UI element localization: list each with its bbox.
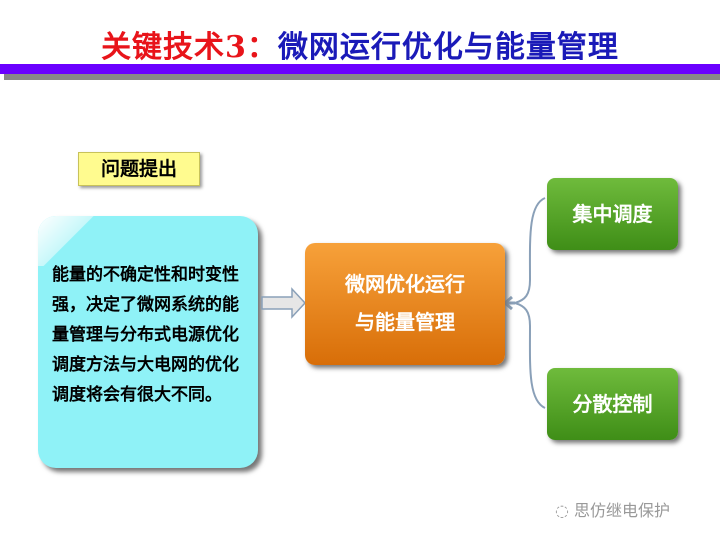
center-node-line2: 与能量管理 [355,310,455,334]
title-underline-shadow [4,74,720,80]
watermark-text: 思仿继电保护 [574,501,671,520]
left-arrow [261,287,307,319]
slide-title: 关键技术3：微网运行优化与能量管理 [0,22,720,66]
problem-label: 问题提出 [78,152,200,186]
center-node-line1: 微网优化运行 [345,272,465,296]
description-text: 能量的不确定性和时变性强，决定了微网系统的能量管理与分布式电源优化调度方法与大电… [52,265,239,405]
wechat-icon: ◌ [555,501,575,520]
branch-distributed: 分散控制 [547,368,678,440]
watermark: ◌ 思仿继电保护 [555,497,670,521]
title-underline [0,64,720,74]
bracket-arrow [502,197,546,409]
center-node: 微网优化运行 与能量管理 [305,243,505,365]
branch-centralized: 集中调度 [547,178,678,250]
title-main: 微网运行优化与能量管理 [277,30,619,65]
title-prefix: 关键技术3： [101,30,278,65]
folded-corner [38,216,98,266]
description-box: 能量的不确定性和时变性强，决定了微网系统的能量管理与分布式电源优化调度方法与大电… [38,216,258,468]
